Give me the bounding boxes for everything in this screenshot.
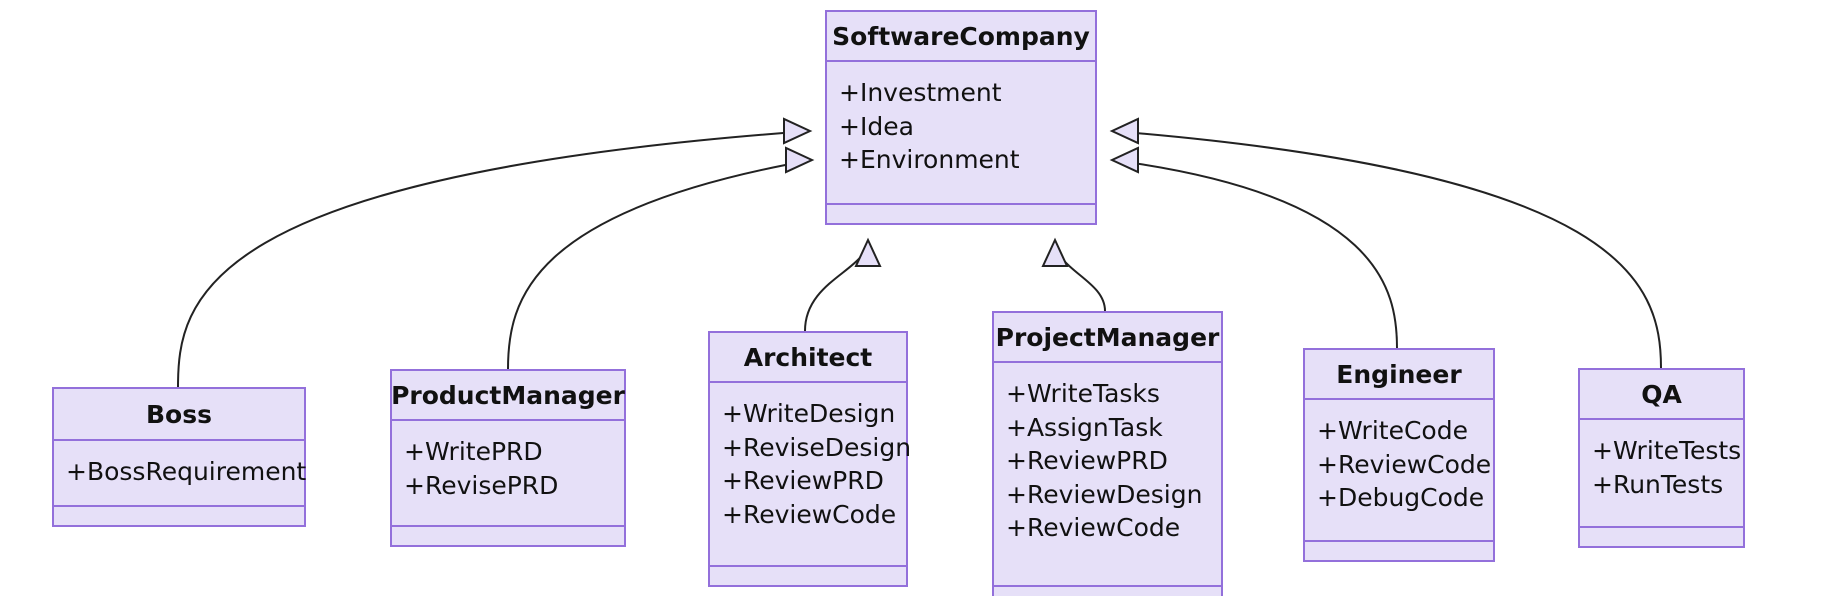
inheritance-arrowhead-icon [854, 237, 882, 267]
uml-attributes-boss: +BossRequirement [54, 441, 307, 507]
uml-class-architect[interactable]: Architect +WriteDesign +ReviseDesign +Revie… [708, 331, 912, 587]
inheritance-arrowhead-icon [785, 146, 815, 174]
uml-attribute: +AssignTask [1006, 412, 1163, 442]
uml-attribute: +ReviewPRD [1006, 446, 1168, 475]
uml-attribute: +WritePRD [404, 437, 543, 466]
uml-class-engineer[interactable]: Engineer +WriteCode +ReviewCode +DebugCode [1303, 348, 1495, 562]
uml-class-boss[interactable]: Boss +BossRequirement [52, 387, 306, 527]
uml-attributes-software-company: +Investment +Idea +Environment [827, 62, 1095, 205]
uml-attribute: +Idea [839, 111, 914, 141]
uml-attributes-architect: +WriteDesign +ReviseDesign +ReviewPRD +Revi… [710, 383, 912, 567]
uml-class-software-company[interactable]: SoftwareCompany +Investment +Idea +Environm… [825, 10, 1097, 225]
uml-attributes-qa: +WriteTests +RunTests [1580, 420, 1743, 528]
uml-class-product-manager[interactable]: ProductManager +WritePRD +RevisePRD [390, 369, 626, 547]
uml-attribute: +WriteTasks [1006, 379, 1160, 408]
edge-line [1054, 239, 1106, 312]
uml-methods-project-manager [994, 587, 1221, 596]
uml-class-name-software-company: SoftwareCompany [827, 12, 1095, 62]
uml-attribute: +WriteCode [1317, 416, 1468, 445]
uml-class-name-boss: Boss [54, 389, 304, 441]
uml-methods-product-manager [392, 527, 624, 545]
uml-methods-qa [1580, 528, 1743, 546]
uml-methods-architect [710, 567, 906, 585]
uml-class-name-project-manager: ProjectManager [994, 313, 1221, 363]
uml-attribute: +WriteDesign [722, 399, 896, 428]
uml-attribute: +Investment [839, 78, 1002, 107]
uml-class-name-architect: Architect [710, 333, 906, 383]
uml-class-project-manager[interactable]: ProjectManager +WriteTasks +AssignTask +Rev… [992, 311, 1223, 596]
uml-attribute: +RevisePRD [404, 470, 559, 500]
uml-methods-boss [54, 507, 304, 525]
edge-project-manager [1041, 237, 1106, 312]
uml-class-name-product-manager: ProductManager [391, 371, 625, 421]
uml-attribute: +ReviewCode [1006, 513, 1181, 542]
inheritance-arrowhead-icon [783, 117, 813, 145]
uml-class-name-engineer: Engineer [1305, 350, 1493, 400]
uml-attribute: +ReviseDesign [722, 432, 912, 462]
uml-attributes-product-manager: +WritePRD +RevisePRD [392, 421, 624, 527]
uml-class-qa[interactable]: QA +WriteTests +RunTests [1578, 368, 1745, 548]
uml-attribute: +BossRequirement [66, 457, 307, 486]
inheritance-arrowhead-icon [1041, 237, 1069, 267]
uml-attribute: +ReviewDesign [1006, 479, 1203, 509]
uml-methods-engineer [1305, 542, 1493, 560]
uml-attribute: +Environment [839, 145, 1020, 174]
uml-methods-software-company [827, 205, 1095, 223]
uml-attribute: +DebugCode [1317, 483, 1485, 512]
edge-architect [804, 237, 882, 332]
uml-attribute: +ReviewCode [1317, 449, 1492, 479]
uml-attribute: +ReviewPRD [722, 466, 884, 495]
uml-attributes-engineer: +WriteCode +ReviewCode +DebugCode [1305, 400, 1493, 542]
uml-attributes-project-manager: +WriteTasks +AssignTask +ReviewPRD +ReviewD… [994, 363, 1221, 587]
uml-attribute: +RunTests [1592, 469, 1724, 499]
inheritance-arrowhead-icon [1109, 146, 1139, 174]
uml-attribute: +ReviewCode [722, 499, 897, 529]
uml-class-name-qa: QA [1580, 370, 1743, 420]
inheritance-arrowhead-icon [1109, 117, 1139, 145]
edge-line [804, 239, 869, 332]
uml-attribute: +WriteTests [1592, 436, 1742, 465]
